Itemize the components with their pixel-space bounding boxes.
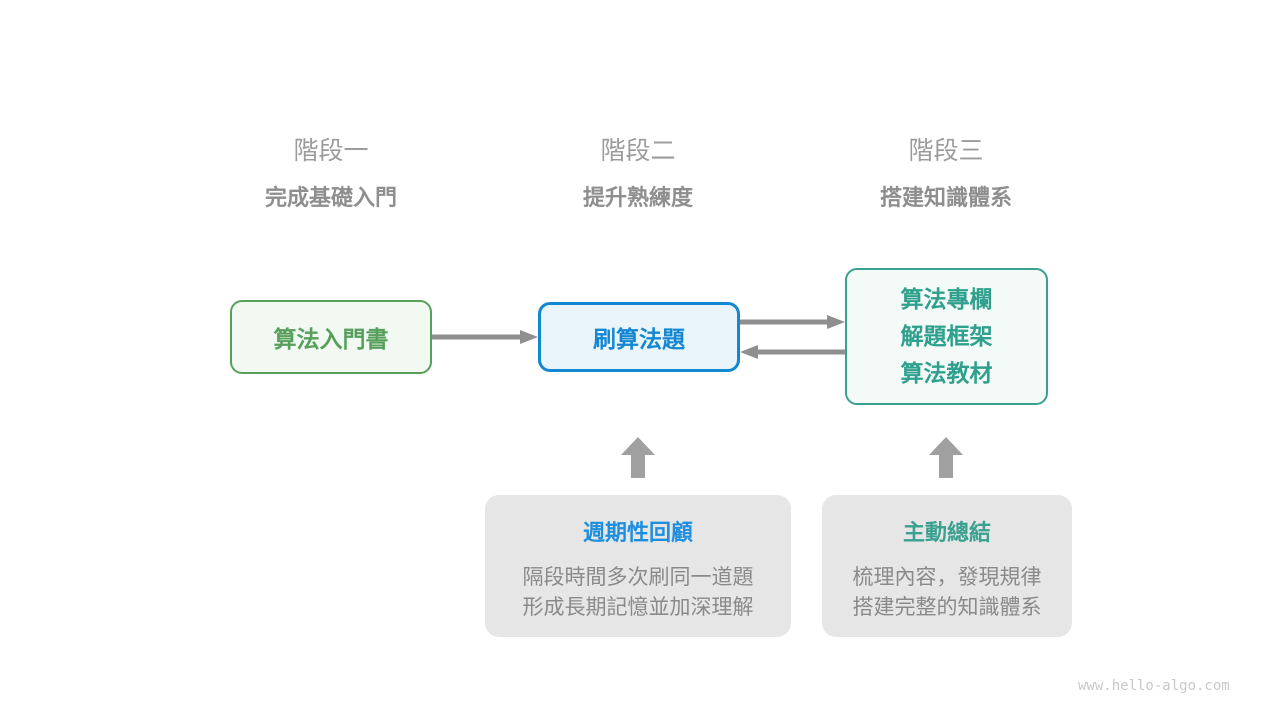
note-active-summary-line-2: 搭建完整的知識體系 (852, 596, 1042, 619)
node-resources-line-1: 算法專欄 (900, 286, 993, 312)
arrow-right-icon (740, 315, 845, 329)
arrow-left-icon (740, 345, 845, 359)
node-resources-line-2: 解題框架 (900, 323, 993, 349)
note-periodic-review-line-2: 形成長期記憶並加深理解 (522, 596, 754, 619)
stage-1-subtitle: 完成基礎入門 (264, 185, 397, 210)
stage-2-subtitle: 提升熟練度 (582, 185, 693, 210)
note-periodic-review-line-1: 隔段時間多次刷同一道題 (522, 566, 754, 589)
node-intro-book: 算法入門書 (230, 300, 432, 374)
stage-3-subtitle: 搭建知識體系 (879, 185, 1012, 210)
note-periodic-review-title: 週期性回顧 (582, 520, 693, 545)
stage-1-label: 階段一 (293, 137, 369, 165)
node-intro-book-label: 算法入門書 (273, 326, 389, 352)
node-practice-problems-label: 刷算法題 (593, 326, 685, 352)
arrow-up-icon (621, 437, 655, 478)
arrow-up-icon (929, 437, 963, 478)
node-advanced-resources: 算法專欄 解題框架 算法教材 (845, 268, 1048, 405)
stage-2-label: 階段二 (600, 137, 676, 165)
note-active-summary: 主動總結 梳理內容，發現規律 搭建完整的知識體系 (822, 495, 1072, 637)
note-periodic-review: 週期性回顧 隔段時間多次刷同一道題 形成長期記憶並加深理解 (485, 495, 791, 637)
node-practice-problems: 刷算法題 (538, 302, 740, 372)
watermark-url: www.hello-algo.com (1078, 678, 1230, 694)
node-resources-line-3: 算法教材 (900, 360, 993, 386)
note-active-summary-line-1: 梳理內容，發現規律 (852, 566, 1042, 589)
stage-3-label: 階段三 (908, 137, 984, 165)
note-active-summary-title: 主動總結 (902, 520, 991, 545)
arrow-right-icon (432, 330, 538, 344)
